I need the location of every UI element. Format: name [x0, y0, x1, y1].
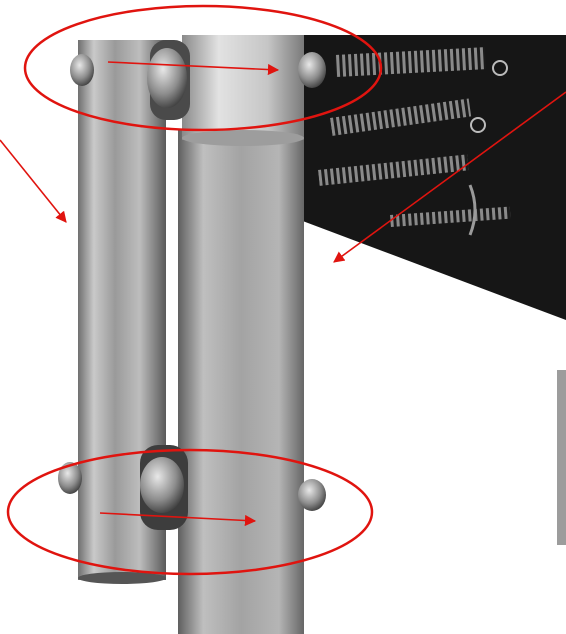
top-arrow: [107, 61, 280, 76]
top-connector: [70, 40, 326, 120]
trampoline-frame: [300, 35, 566, 320]
annotations: [0, 4, 566, 576]
right-leg-tube: [178, 130, 304, 634]
partial-object: [557, 370, 566, 545]
left-pointer-arrow: [0, 139, 67, 223]
right-pointer-arrow: [333, 91, 566, 263]
bottom-arrow: [99, 512, 257, 527]
bottom-circle-annotation: [6, 448, 374, 576]
top-circle-annotation: [23, 4, 383, 132]
bottom-connector: [58, 445, 326, 530]
